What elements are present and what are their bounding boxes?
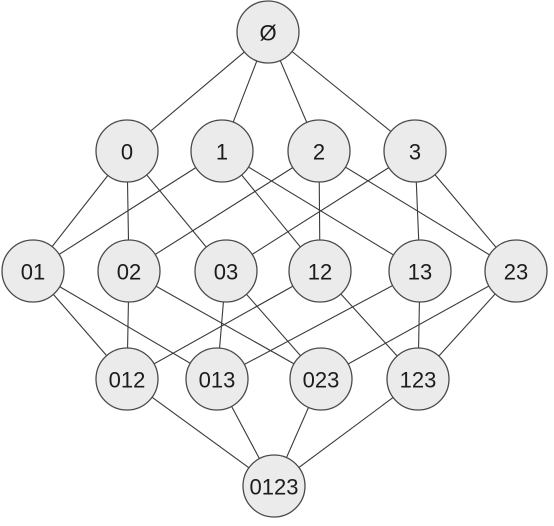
node-label-023: 023: [303, 368, 340, 393]
node-01: 01: [1, 239, 65, 303]
node-label-0: 0: [121, 140, 133, 165]
edge-13-013: [216, 270, 421, 380]
node-0123: 0123: [242, 454, 306, 518]
node-12: 12: [288, 239, 352, 303]
node-circle-empty: [236, 0, 300, 64]
node-123: 123: [386, 347, 450, 411]
node-circle-0: [95, 119, 159, 183]
edge-02-023: [128, 270, 322, 380]
node-label-13: 13: [408, 260, 432, 285]
edge-3-03: [225, 150, 416, 272]
node-1: 1: [190, 119, 254, 183]
node-label-013: 013: [199, 368, 236, 393]
node-label-01: 01: [21, 260, 45, 285]
node-23: 23: [484, 239, 548, 303]
node-circle-0123: [242, 454, 306, 518]
node-circle-023: [289, 347, 353, 411]
node-label-empty: Ø: [259, 21, 276, 46]
node-circle-02: [97, 239, 161, 303]
node-circle-13: [388, 239, 452, 303]
node-label-3: 3: [409, 140, 421, 165]
node-label-03: 03: [214, 260, 238, 285]
node-013: 013: [185, 347, 249, 411]
node-2: 2: [287, 119, 351, 183]
edge-2-02: [128, 150, 320, 272]
node-circle-12: [288, 239, 352, 303]
node-empty: Ø: [236, 0, 300, 64]
node-circle-01: [1, 239, 65, 303]
node-circle-1: [190, 119, 254, 183]
node-0: 0: [95, 119, 159, 183]
node-circle-123: [386, 347, 450, 411]
node-circle-013: [185, 347, 249, 411]
node-label-0123: 0123: [250, 475, 299, 500]
node-circle-2: [287, 119, 351, 183]
node-circle-3: [383, 119, 447, 183]
node-label-1: 1: [216, 140, 228, 165]
node-13: 13: [388, 239, 452, 303]
node-label-012: 012: [109, 368, 146, 393]
node-label-23: 23: [504, 260, 528, 285]
edge-01-013: [32, 270, 218, 380]
edge-1-01: [32, 150, 223, 272]
node-label-2: 2: [313, 140, 325, 165]
node-circle-23: [484, 239, 548, 303]
node-label-12: 12: [308, 260, 332, 285]
edge-23-023: [320, 270, 517, 380]
node-02: 02: [97, 239, 161, 303]
node-circle-03: [194, 239, 258, 303]
node-3: 3: [383, 119, 447, 183]
node-03: 03: [194, 239, 258, 303]
node-012: 012: [95, 347, 159, 411]
node-circle-012: [95, 347, 159, 411]
node-label-02: 02: [117, 260, 141, 285]
node-label-123: 123: [400, 368, 437, 393]
node-023: 023: [289, 347, 353, 411]
edge-12-012: [126, 270, 321, 380]
